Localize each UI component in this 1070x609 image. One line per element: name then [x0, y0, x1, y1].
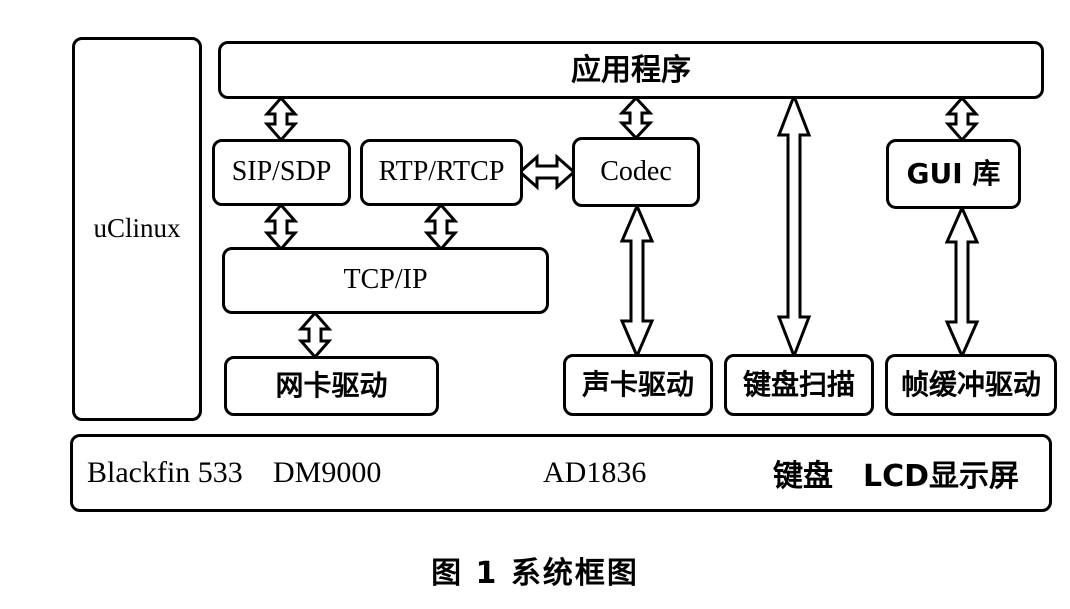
arrow-application-to-sip	[263, 95, 299, 143]
arrow-application-to-gui	[944, 95, 980, 143]
box-application-label: 应用程序	[571, 52, 691, 88]
box-hardware-layer[interactable]: Blackfin 533 DM9000 AD1836 键盘 LCD显示屏	[70, 434, 1052, 512]
box-sound-card-driver-label: 声卡驱动	[581, 367, 694, 401]
box-uclinux-label: uClinux	[93, 213, 181, 244]
box-gui-library-label: GUI 库	[906, 156, 1001, 190]
box-network-card-driver[interactable]: 网卡驱动	[224, 356, 439, 416]
box-rtp-rtcp[interactable]: RTP/RTCP	[360, 139, 523, 206]
arrow-tcpip-to-nic	[297, 310, 333, 360]
box-tcp-ip-label: TCP/IP	[343, 264, 428, 296]
box-sip-sdp-label: SIP/SDP	[231, 156, 332, 188]
arrow-codec-to-sound-driver	[619, 202, 655, 360]
arrow-rtp-to-codec	[517, 153, 577, 191]
arrow-rtp-to-tcpip	[423, 202, 459, 252]
box-codec[interactable]: Codec	[572, 137, 700, 207]
figure-caption: 图 1 系统框图	[431, 556, 639, 591]
box-framebuffer-driver-label: 帧缓冲驱动	[900, 367, 1041, 401]
box-codec-label: Codec	[600, 155, 672, 187]
hardware-label-blackfin-533: Blackfin 533	[87, 456, 243, 489]
hardware-item-row: Blackfin 533 DM9000 AD1836 键盘 LCD显示屏	[73, 453, 1049, 494]
box-uclinux[interactable]: uClinux	[72, 37, 202, 421]
box-gui-library[interactable]: GUI 库	[886, 139, 1021, 209]
hardware-label-dm9000: DM9000	[273, 456, 382, 489]
hardware-label-lcd-display: LCD显示屏	[863, 459, 1020, 494]
hardware-label-ad1836: AD1836	[543, 456, 647, 489]
box-network-card-driver-label: 网卡驱动	[275, 368, 388, 402]
arrow-application-to-codec	[618, 95, 654, 141]
arrow-sip-to-tcpip	[263, 202, 299, 252]
hardware-label-keyboard: 键盘	[773, 459, 833, 494]
box-sound-card-driver[interactable]: 声卡驱动	[563, 354, 713, 416]
arrow-application-to-keyboard-scan	[776, 91, 812, 361]
box-rtp-rtcp-label: RTP/RTCP	[378, 156, 505, 188]
box-framebuffer-driver[interactable]: 帧缓冲驱动	[885, 354, 1057, 416]
box-tcp-ip[interactable]: TCP/IP	[222, 247, 549, 314]
box-keyboard-scan-label: 键盘扫描	[742, 367, 855, 401]
box-application[interactable]: 应用程序	[218, 41, 1044, 99]
box-keyboard-scan[interactable]: 键盘扫描	[724, 354, 874, 416]
box-sip-sdp[interactable]: SIP/SDP	[212, 139, 351, 206]
arrow-gui-to-framebuffer-driver	[944, 204, 980, 360]
